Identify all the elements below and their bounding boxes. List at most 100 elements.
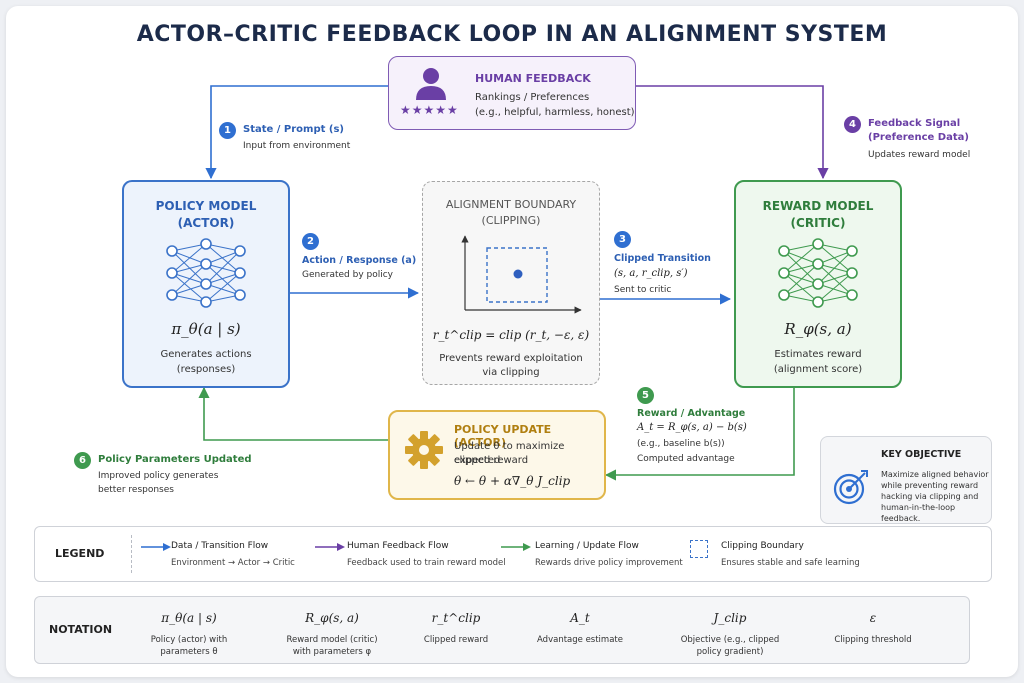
target-icon bbox=[833, 470, 868, 505]
step-1-title: State / Prompt (s) bbox=[243, 124, 344, 135]
key-objective-box: KEY OBJECTIVE Maximize aligned behavior … bbox=[820, 436, 992, 524]
legend-label: LEGEND bbox=[55, 547, 105, 560]
arrow-update-to-policy bbox=[198, 386, 388, 441]
policy-title2: (ACTOR) bbox=[177, 216, 235, 230]
stars-icon: ★★★★★ bbox=[400, 103, 459, 117]
step-4-desc: Updates reward model bbox=[868, 150, 971, 160]
legend-item-2-desc: Feedback used to train reward model bbox=[347, 558, 506, 568]
clipping-plot-icon bbox=[461, 235, 582, 314]
key-objective-line2: while preventing reward bbox=[881, 481, 979, 490]
step-3-title: Clipped Transition bbox=[614, 253, 711, 264]
notation-symbol-4: A_t bbox=[570, 611, 590, 625]
step-2-title: Action / Response (a) bbox=[302, 255, 417, 266]
legend-purple-arrow-icon bbox=[315, 543, 345, 551]
reward-title2: (CRITIC) bbox=[790, 216, 846, 230]
step-6-badge: 6 bbox=[74, 452, 91, 469]
step-1-badge: 1 bbox=[219, 122, 236, 139]
key-objective-line1: Maximize aligned behavior bbox=[881, 470, 989, 479]
legend-item-1-title: Data / Transition Flow bbox=[171, 541, 269, 551]
legend-panel: LEGEND Data / Transition Flow Environmen… bbox=[34, 526, 992, 582]
legend-item-4-title: Clipping Boundary bbox=[721, 541, 804, 551]
reward-model-box: REWARD MODEL (CRITIC) R_φ(s, a) Estimate… bbox=[734, 180, 902, 388]
notation-symbol-3: r_t^clip bbox=[431, 611, 481, 625]
human-feedback-line1: Rankings / Preferences bbox=[475, 92, 590, 103]
reward-desc2: (alignment score) bbox=[773, 364, 863, 375]
notation-desc-2b: with parameters φ bbox=[292, 647, 372, 657]
notation-desc-5a: Objective (e.g., clipped bbox=[680, 635, 780, 645]
legend-blue-arrow-icon bbox=[141, 543, 171, 551]
step-5-formula: A_t = R_φ(s, a) − b(s) bbox=[637, 422, 747, 433]
page-title: ACTOR–CRITIC FEEDBACK LOOP IN AN ALIGNME… bbox=[136, 22, 888, 47]
step-2-badge: 2 bbox=[302, 233, 319, 250]
legend-divider bbox=[131, 535, 132, 573]
policy-desc2: (responses) bbox=[176, 364, 236, 375]
step-4-badge: 4 bbox=[844, 116, 861, 133]
step-4-title2: (Preference Data) bbox=[868, 132, 969, 143]
notation-symbol-2: R_φ(s, a) bbox=[305, 611, 359, 625]
user-icon bbox=[416, 68, 446, 100]
reward-formula: R_φ(s, a) bbox=[784, 320, 852, 338]
notation-desc-3a: Clipped reward bbox=[423, 635, 489, 645]
notation-desc-5b: policy gradient) bbox=[696, 647, 764, 657]
arrow-human-to-reward bbox=[634, 85, 829, 180]
boundary-title2: (CLIPPING) bbox=[481, 214, 541, 227]
policy-update-formula: θ ← θ + α∇_θ J_clip bbox=[454, 474, 571, 488]
key-objective-line4: human-in-the-loop feedback. bbox=[881, 503, 956, 523]
human-feedback-title: HUMAN FEEDBACK bbox=[475, 72, 591, 85]
diagram-canvas: ACTOR–CRITIC FEEDBACK LOOP IN AN ALIGNME… bbox=[6, 6, 1018, 677]
arrow-reward-to-update bbox=[604, 386, 795, 481]
legend-item-1-desc: Environment → Actor → Critic bbox=[171, 558, 295, 568]
reward-network-icon bbox=[778, 238, 858, 308]
step-3-formula: (s, a, r_clip, s′) bbox=[614, 268, 688, 279]
notation-desc-6a: Clipping threshold bbox=[834, 635, 912, 645]
boundary-desc1: Prevents reward exploitation bbox=[439, 353, 583, 364]
legend-green-arrow-icon bbox=[501, 543, 531, 551]
flow-arrows bbox=[198, 85, 829, 481]
legend-item-2-title: Human Feedback Flow bbox=[347, 541, 449, 551]
step-5-desc1: (e.g., baseline b(s)) bbox=[637, 439, 725, 449]
notation-desc-1a: Policy (actor) with bbox=[150, 635, 228, 645]
alignment-boundary-box: ALIGNMENT BOUNDARY (CLIPPING) r_t^clip =… bbox=[422, 181, 600, 385]
notation-symbol-5: J_clip bbox=[713, 611, 747, 625]
legend-item-4-desc: Ensures stable and safe learning bbox=[721, 558, 860, 568]
step-3-desc: Sent to critic bbox=[614, 285, 672, 295]
gear-icon bbox=[405, 431, 443, 469]
policy-update-line2: clipped reward bbox=[454, 455, 529, 466]
human-feedback-line2: (e.g., helpful, harmless, honest) bbox=[475, 107, 635, 118]
step-6-desc1: Improved policy generates bbox=[98, 471, 219, 481]
step-2-desc: Generated by policy bbox=[302, 270, 394, 280]
legend-item-3-title: Learning / Update Flow bbox=[535, 541, 639, 551]
step-3-badge: 3 bbox=[614, 231, 631, 248]
human-feedback-box: ★★★★★ HUMAN FEEDBACK Rankings / Preferen… bbox=[388, 56, 636, 130]
reward-title1: REWARD MODEL bbox=[762, 199, 874, 213]
notation-desc-2a: Reward model (critic) bbox=[286, 635, 378, 645]
boundary-formula: r_t^clip = clip (r_t, −ε, ε) bbox=[432, 328, 590, 342]
notation-symbol-6: ε bbox=[869, 611, 877, 625]
policy-title1: POLICY MODEL bbox=[155, 199, 257, 213]
key-objective-title: KEY OBJECTIVE bbox=[881, 449, 962, 460]
notation-label: NOTATION bbox=[49, 623, 113, 636]
policy-formula: π_θ(a | s) bbox=[171, 320, 241, 338]
notation-panel: NOTATION π_θ(a | s) Policy (actor) with … bbox=[34, 596, 970, 664]
legend-item-3-desc: Rewards drive policy improvement bbox=[535, 558, 683, 568]
notation-symbol-1: π_θ(a | s) bbox=[161, 611, 217, 625]
step-5-title: Reward / Advantage bbox=[637, 408, 746, 419]
policy-update-title: POLICY UPDATE (ACTOR) bbox=[454, 423, 552, 449]
policy-update-box: POLICY UPDATE (ACTOR) Update θ to maximi… bbox=[388, 410, 606, 500]
step-6-title: Policy Parameters Updated bbox=[98, 454, 252, 465]
arrow-human-to-policy bbox=[205, 85, 388, 180]
boundary-title1: ALIGNMENT BOUNDARY bbox=[445, 198, 577, 211]
reward-desc1: Estimates reward bbox=[774, 349, 862, 360]
key-objective-line3: hacking via clipping and bbox=[881, 492, 979, 501]
notation-desc-1b: parameters θ bbox=[160, 647, 218, 657]
step-5-badge: 5 bbox=[637, 387, 654, 404]
boundary-desc2: via clipping bbox=[482, 367, 540, 378]
step-4-title: Feedback Signal bbox=[868, 118, 961, 129]
policy-desc1: Generates actions bbox=[160, 349, 252, 360]
policy-model-box: POLICY MODEL (ACTOR) π_θ(a | s) Generate… bbox=[122, 180, 290, 388]
step-1-desc: Input from environment bbox=[243, 141, 351, 151]
legend-dashed-box-icon bbox=[690, 540, 708, 558]
step-5-desc2: Computed advantage bbox=[637, 454, 735, 464]
policy-update-line1: Update θ to maximize expected bbox=[454, 441, 565, 466]
notation-desc-4a: Advantage estimate bbox=[537, 635, 623, 645]
